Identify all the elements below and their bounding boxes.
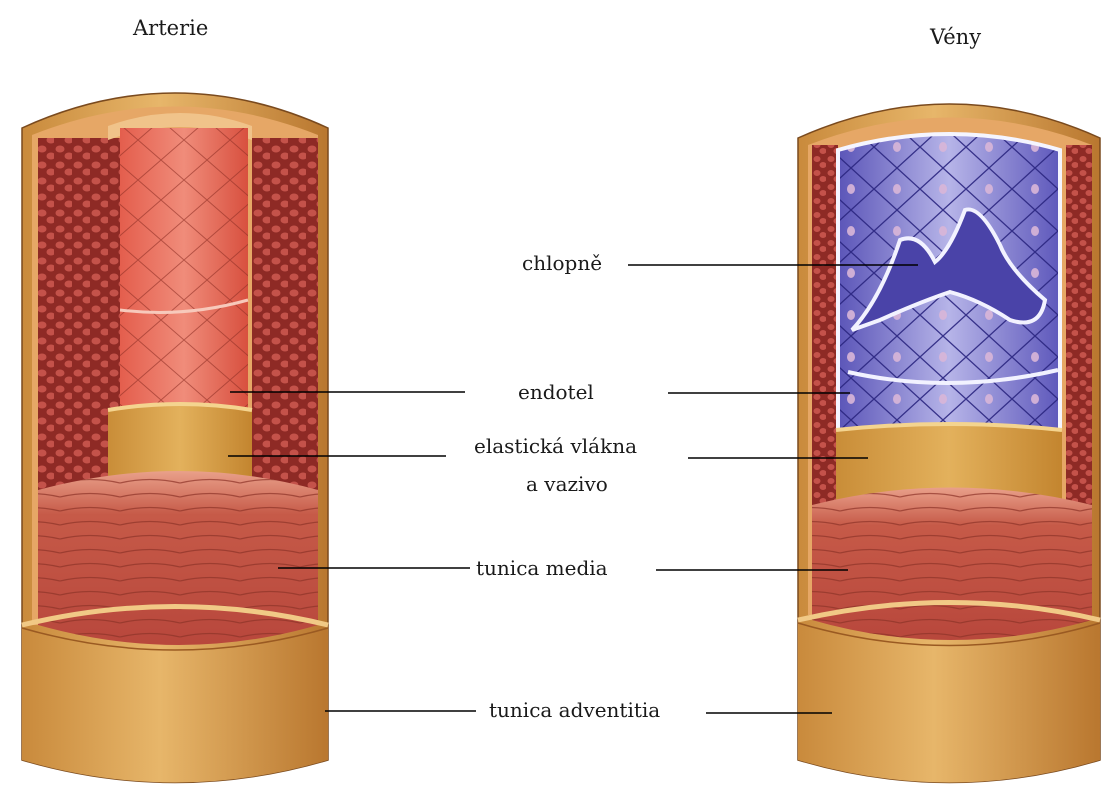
tunica-media-label: tunica media xyxy=(476,556,608,580)
elastic-fibers-label: elastická vlákna xyxy=(474,434,637,458)
artery-title: Arterie xyxy=(133,16,208,40)
vein-illustration xyxy=(798,104,1100,783)
connective-tissue-label: a vazivo xyxy=(526,472,608,496)
tunica-adventitia-label: tunica adventitia xyxy=(489,698,660,722)
vein-title: Vény xyxy=(930,25,981,49)
valves-label: chlopně xyxy=(522,251,602,275)
artery-illustration xyxy=(22,93,328,783)
endothelium-label: endotel xyxy=(518,380,594,404)
